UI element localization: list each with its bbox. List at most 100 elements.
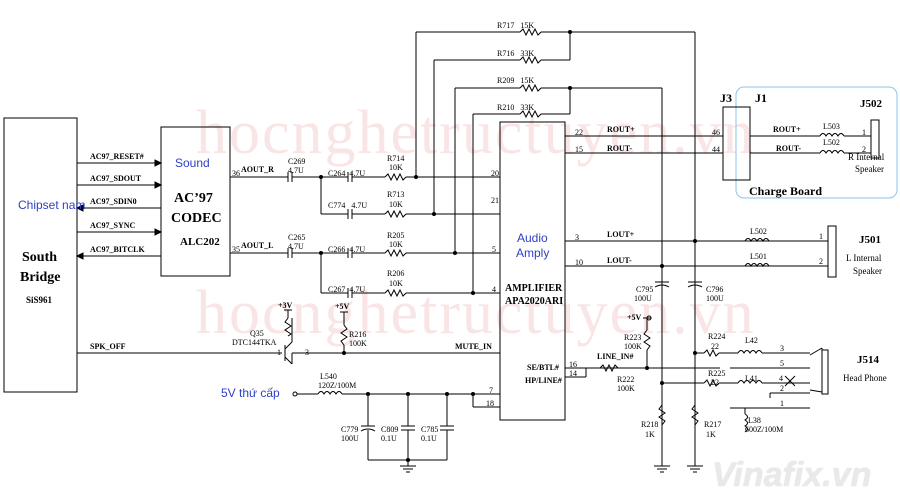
label-l38-val: 600Z/100M (745, 425, 784, 434)
sig-rout-n2: ROUT- (776, 144, 802, 153)
sig-line-in: LINE_IN# (597, 352, 634, 361)
supply-5v-label: 5V thứ cấp (221, 386, 280, 400)
south-bridge-note: Chipset nam (18, 198, 86, 212)
charge-board-label: Charge Board (749, 184, 822, 198)
label-c779-ref: C779 (341, 425, 359, 434)
label-l540-val: 120Z/100M (318, 381, 357, 390)
label-c809-val: 0.1U (381, 434, 397, 443)
connector-j502 (870, 119, 880, 159)
label-r717: R717 15K (497, 21, 535, 30)
connector-j3-j1 (722, 106, 751, 181)
label-r218-val: 1K (645, 430, 655, 439)
rail-5v-a: +5V (335, 302, 350, 311)
label-c795-val: 100U (634, 294, 652, 303)
sig-hp-line: HP/LINE# (525, 376, 562, 385)
label-j501-desc2: Speaker (853, 266, 882, 276)
charge-board-outline (735, 86, 898, 199)
pin-j514-5: 5 (780, 359, 784, 368)
label-c264: C264 4.7U (328, 169, 366, 178)
label-r223-ref: R223 (624, 333, 642, 342)
label-j501: J501 (859, 234, 881, 246)
pin-j514-4: 4 (779, 374, 783, 383)
label-r205-val: 10K (389, 240, 403, 249)
label-r224-ref: R224 (708, 332, 726, 341)
sig-rout-n: ROUT- (607, 144, 633, 153)
pin-j514-1: 1 (780, 399, 784, 408)
label-q35-ref: Q35 (250, 329, 264, 338)
codec-title1: AC’97 (174, 191, 213, 206)
label-c265-val: 4.7U (288, 242, 304, 251)
label-l38-ref: L38 (748, 416, 761, 425)
label-l540-ref: L540 (320, 372, 337, 381)
pin-codec-36: 36 (232, 169, 240, 178)
sig-aout-r: AOUT_R (241, 165, 274, 174)
label-r713-ref: R713 (387, 190, 405, 199)
label-c779-val: 100U (341, 434, 359, 443)
sig-mute-in: MUTE_IN (455, 342, 492, 351)
label-j514: J514 (857, 354, 879, 366)
label-j501-desc1: L Internal (846, 253, 882, 263)
pin-amp-5: 5 (492, 245, 496, 254)
label-r222-val: 100K (617, 384, 635, 393)
pin-j501-1: 1 (819, 232, 823, 241)
pin-j502-1: 1 (862, 128, 866, 137)
label-c796-ref: C796 (706, 285, 724, 294)
label-r225-ref: R225 (708, 369, 726, 378)
label-c267: C267 4.7U (328, 285, 366, 294)
label-l501: L501 (750, 252, 767, 261)
label-j502: J502 (860, 98, 882, 110)
sig-ac97-sync: AC97_SYNC (90, 221, 136, 230)
sig-rout-p: ROUT+ (607, 125, 635, 134)
label-j514-desc: Head Phone (843, 373, 887, 383)
pin-q35-3: 3 (305, 348, 309, 357)
amp-note1: Audio (517, 231, 548, 245)
label-c265-ref: C265 (288, 233, 306, 242)
sig-se-btl: SE/BTL# (527, 363, 560, 372)
label-c785-val: 0.1U (421, 434, 437, 443)
pin-codec-35: 35 (232, 245, 240, 254)
label-r716: R716 33K (497, 49, 535, 58)
amp-part: APA2020ARI (505, 296, 564, 307)
codec-title2: CODEC (171, 211, 222, 226)
pin-j3-46: 46 (712, 128, 720, 137)
pin-amp-18: 18 (486, 399, 494, 408)
amp-title: AMPLIFIER (505, 283, 563, 294)
label-r209: R209 15K (497, 76, 535, 85)
label-r217-val: 1K (706, 430, 716, 439)
codec-note: Sound (175, 156, 210, 170)
label-r210: R210 33K (497, 103, 535, 112)
label-r205-ref: R205 (387, 231, 405, 240)
pin-j502-2: 2 (862, 145, 866, 154)
label-r206-ref: R206 (387, 269, 405, 278)
label-r225-val: 22 (711, 378, 719, 387)
label-j1: J1 (755, 91, 767, 105)
codec-part: ALC202 (180, 236, 220, 248)
label-r714-ref: R714 (387, 154, 405, 163)
sig-lout-p: LOUT+ (607, 230, 635, 239)
label-c796-val: 100U (706, 294, 724, 303)
pin-j501-2: 2 (819, 257, 823, 266)
label-r218-ref: R218 (641, 420, 659, 429)
label-l41: L41 (745, 374, 758, 383)
watermark-top: hocnghetructuyen.vn (196, 99, 756, 167)
pin-amp-21: 21 (491, 196, 499, 205)
south-bridge-part: SiS961 (26, 295, 53, 305)
label-q35-val: DTC144TKA (232, 338, 277, 347)
label-c795-ref: C795 (636, 285, 654, 294)
amp-note2: Amply (516, 246, 550, 260)
label-j3: J3 (720, 91, 732, 105)
label-r713-val: 10K (389, 200, 403, 209)
sig-aout-l: AOUT_L (241, 241, 274, 250)
pin-j514-2: 2 (780, 384, 784, 393)
sig-ac97-sdout: AC97_SDOUT (90, 174, 142, 183)
sig-spk-off: SPK_OFF (90, 342, 126, 351)
pin-amp-3: 3 (575, 233, 579, 242)
label-l42: L42 (745, 336, 758, 345)
label-r216-ref: R216 (349, 330, 367, 339)
watermark-brand: Vinafix.vn (712, 456, 872, 494)
label-c269-ref: C269 (288, 157, 306, 166)
pin-amp-10: 10 (575, 258, 583, 267)
label-c269-val: 4.7U (288, 166, 304, 175)
pin-amp-7: 7 (489, 386, 493, 395)
